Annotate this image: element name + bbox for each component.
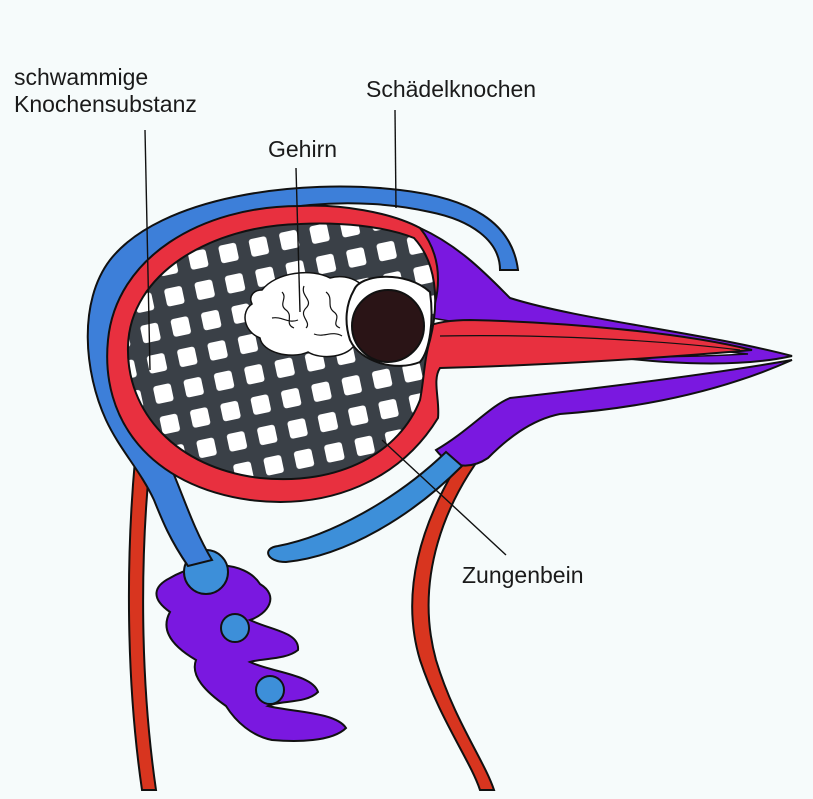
neck-left-outline <box>129 460 156 790</box>
lower-beak <box>436 360 792 466</box>
label-hyoid-bone: Zungenbein <box>462 562 584 589</box>
vertebra-disc <box>256 676 284 704</box>
label-spongy-bone: schwammige Knochensubstanz <box>14 64 197 118</box>
eye-icon <box>347 277 432 366</box>
vertebra-disc <box>221 614 249 642</box>
label-spongy-line2: Knochensubstanz <box>14 91 197 118</box>
label-skull-bone: Schädelknochen <box>366 76 536 103</box>
pointer-line-skull <box>395 110 396 208</box>
vertebral-column <box>156 565 346 741</box>
label-spongy-line1: schwammige <box>14 64 197 91</box>
label-brain: Gehirn <box>268 136 337 163</box>
